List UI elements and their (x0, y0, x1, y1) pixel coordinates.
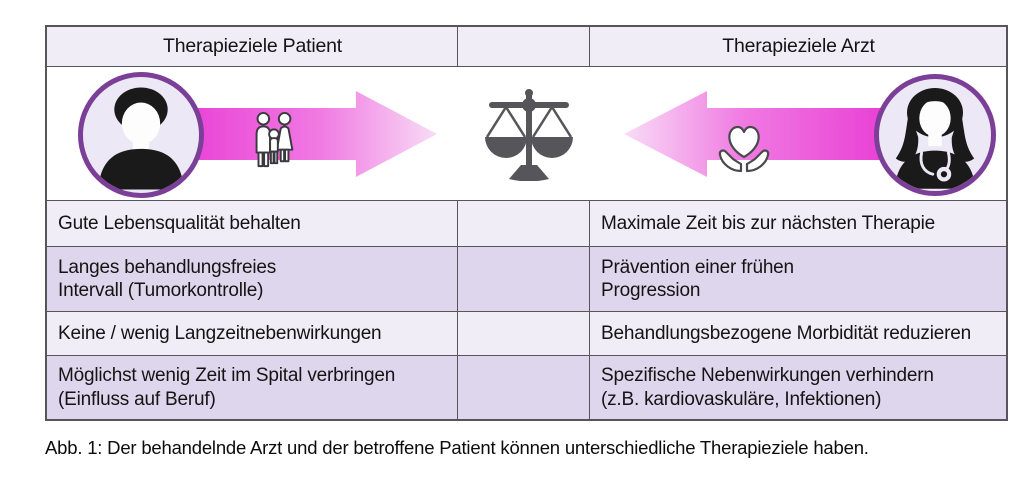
heart-in-hands-icon (718, 125, 770, 173)
arrow-patient-to-center-icon (177, 91, 438, 177)
goal-patient-4: Möglichst wenig Zeit im Spital verbringe… (47, 356, 458, 419)
balance-scale-icon (485, 89, 573, 181)
header-doctor: Therapieziele Arzt (590, 27, 1006, 67)
header-patient: Therapieziele Patient (47, 27, 458, 67)
goal-patient-1: Gute Lebensqualität behalten (47, 201, 458, 247)
doctor-avatar (874, 74, 996, 196)
patient-avatar (78, 72, 204, 198)
spacer-4 (458, 356, 590, 419)
family-icon (255, 111, 294, 168)
goal-doctor-4: Spezifische Nebenwirkungen verhindern (z… (590, 356, 1006, 419)
goal-doctor-3: Behandlungsbezogene Morbidität reduziere… (590, 312, 1006, 356)
doctor-silhouette-icon (894, 87, 976, 189)
spacer-3 (458, 312, 590, 356)
goal-patient-3: Keine / wenig Langzeitnebenwirkungen (47, 312, 458, 356)
goal-patient-2: Langes behandlungsfreies Intervall (Tumo… (47, 247, 458, 312)
figure-caption: Abb. 1: Der behandelnde Arzt und der bet… (45, 437, 869, 458)
goal-doctor-2: Prävention einer frühen Progression (590, 247, 1006, 312)
goal-doctor-1: Maximale Zeit bis zur nächsten Therapie (590, 201, 1006, 247)
therapy-goals-table: Therapieziele Patient Therapieziele Arzt (45, 25, 1008, 421)
spacer-2 (458, 247, 590, 312)
spacer-1 (458, 201, 590, 247)
illustration-banner (47, 67, 1006, 201)
header-middle-spacer (458, 27, 590, 67)
patient-silhouette-icon (98, 87, 184, 190)
